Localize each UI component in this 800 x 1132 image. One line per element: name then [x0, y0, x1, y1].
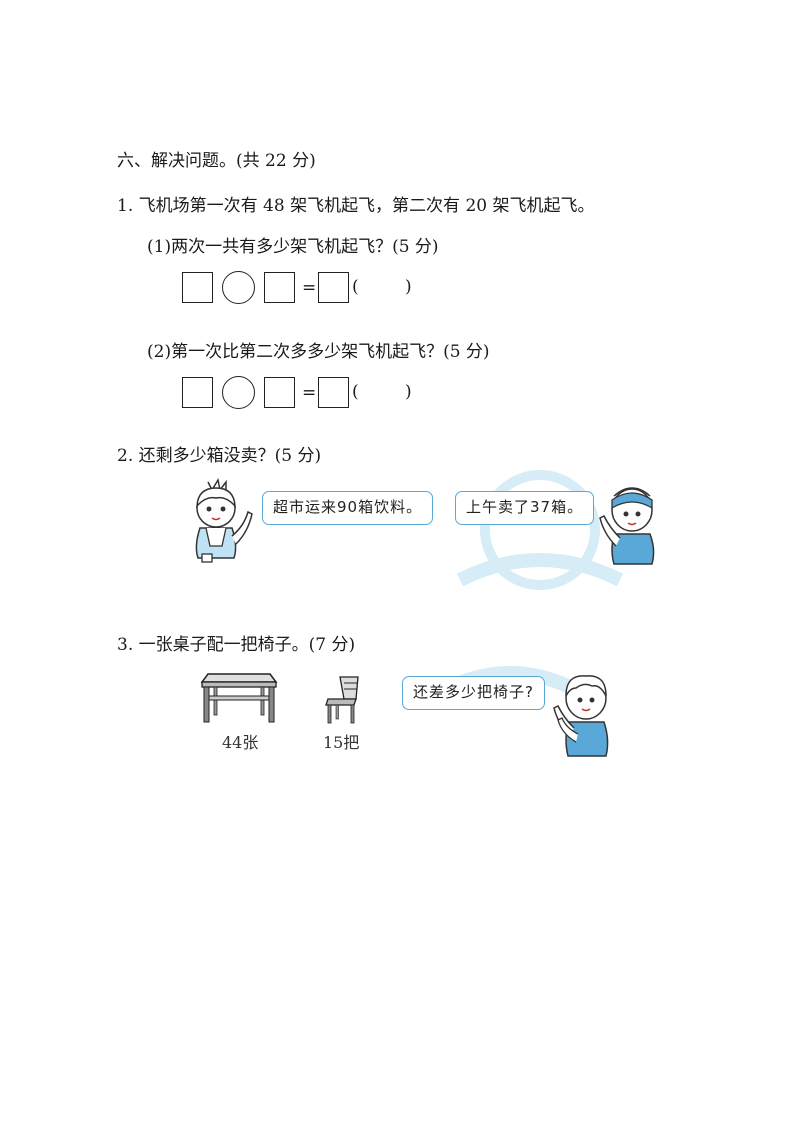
equals-sign: =: [302, 278, 317, 298]
answer-box[interactable]: [182, 272, 213, 303]
answer-box[interactable]: [264, 377, 295, 408]
answer-box[interactable]: [318, 377, 349, 408]
unit-open-paren: (: [352, 382, 359, 402]
unit-close-paren: ): [405, 382, 412, 402]
chair-illustration: [325, 676, 359, 724]
equals-sign: =: [302, 383, 317, 403]
q1-sub2: (2)第一次比第二次多多少架飞机起飞？(5 分): [147, 342, 490, 362]
chair-count-label: 15把: [323, 733, 360, 752]
watermark-logo: [456, 470, 624, 590]
operator-circle[interactable]: [222, 271, 255, 304]
section-title: 六、解决问题。(共 22 分): [117, 151, 316, 171]
answer-box[interactable]: [318, 272, 349, 303]
speech-bubble-boy: 上午卖了37箱。: [455, 491, 595, 525]
q3-stem: 3. 一张桌子配一把椅子。(7 分): [117, 635, 356, 655]
answer-box[interactable]: [264, 272, 295, 303]
speech-bubble-girl: 超市运来90箱饮料。: [262, 491, 434, 525]
boy-headband-illustration: [599, 487, 655, 565]
girl-illustration: [195, 477, 253, 563]
unit-close-paren: ): [405, 277, 412, 297]
desk-illustration: [200, 673, 278, 723]
unit-open-paren: (: [352, 277, 359, 297]
desk-count-label: 44张: [222, 733, 259, 752]
answer-box[interactable]: [182, 377, 213, 408]
q1-stem: 1. 飞机场第一次有 48 架飞机起飞，第二次有 20 架飞机起飞。: [117, 196, 595, 216]
speech-bubble-boy-q3: 还差多少把椅子?: [402, 676, 545, 710]
operator-circle[interactable]: [222, 376, 255, 409]
q1-sub1: (1)两次一共有多少架飞机起飞？(5 分): [147, 237, 439, 257]
q2-stem: 2. 还剩多少箱没卖？(5 分): [117, 446, 322, 466]
boy-illustration: [553, 675, 609, 757]
